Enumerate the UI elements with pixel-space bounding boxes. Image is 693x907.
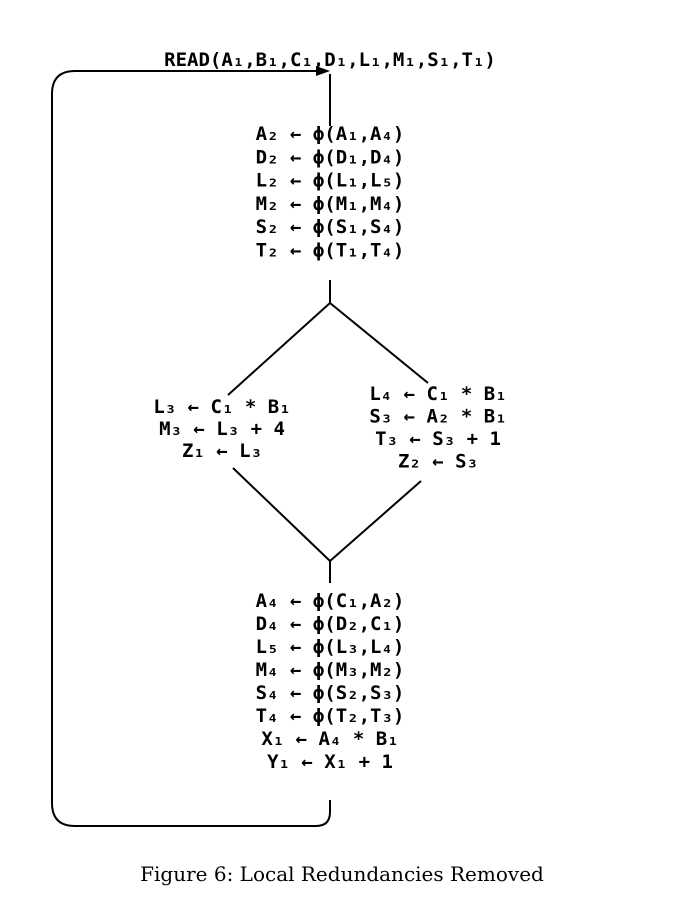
top-block-line: D₂ ← ϕ(D₁,D₄)	[256, 146, 405, 168]
right-block-line: Z₂ ← S₃	[398, 451, 478, 473]
bottom-block-line: M₄ ← ϕ(M₃,M₂)	[256, 659, 405, 681]
bottom-block-line: S₄ ← ϕ(S₂,S₃)	[256, 682, 405, 704]
loop-back-edge	[51, 70, 331, 827]
merge-edge-right	[329, 480, 422, 562]
top-block-line: L₂ ← ϕ(L₁,L₅)	[256, 170, 405, 192]
graph-edges	[51, 66, 429, 827]
figure-caption: Figure 6: Local Redundancies Removed	[140, 862, 544, 886]
top-block-line: T₂ ← ϕ(T₁,T₄)	[256, 240, 405, 262]
top-block-line: M₂ ← ϕ(M₁,M₄)	[256, 193, 405, 215]
left-block-line: Z₁ ← L₃	[182, 440, 262, 462]
bottom-block-line: Y₁ ← X₁ + 1	[267, 751, 393, 773]
bottom-block-line: T₄ ← ϕ(T₂,T₃)	[256, 705, 405, 727]
right-block-line: L₄ ← C₁ * B₁	[369, 383, 506, 405]
bottom-block-line: X₁ ← A₄ * B₁	[261, 728, 398, 750]
read-statement: READ(A₁,B₁,C₁,D₁,L₁,M₁,S₁,T₁)	[164, 49, 496, 71]
bottom-block-line: L₅ ← ϕ(L₃,L₄)	[256, 636, 405, 658]
loop-arrowhead	[316, 66, 330, 76]
top-phi-block: A₂ ← ϕ(A₁,A₄)D₂ ← ϕ(D₁,D₄)L₂ ← ϕ(L₁,L₅)M…	[256, 123, 405, 262]
right-block-line: T₃ ← S₃ + 1	[375, 428, 501, 450]
top-block-line: S₂ ← ϕ(S₁,S₄)	[256, 216, 405, 238]
branch-edge-right	[329, 302, 429, 384]
left-block-line: M₃ ← L₃ + 4	[159, 418, 285, 440]
bottom-block-line: D₄ ← ϕ(D₂,C₁)	[256, 613, 405, 635]
bottom-phi-block: A₄ ← ϕ(C₁,A₂)D₄ ← ϕ(D₂,C₁)L₅ ← ϕ(L₃,L₄)M…	[256, 590, 405, 773]
right-block-line: S₃ ← A₂ * B₁	[369, 406, 506, 428]
left-block-line: L₃ ← C₁ * B₁	[153, 396, 290, 418]
branch-edge-left	[227, 302, 331, 396]
bottom-block-line: A₄ ← ϕ(C₁,A₂)	[256, 590, 405, 612]
merge-edge-left	[232, 467, 331, 562]
top-block-line: A₂ ← ϕ(A₁,A₄)	[256, 123, 405, 145]
